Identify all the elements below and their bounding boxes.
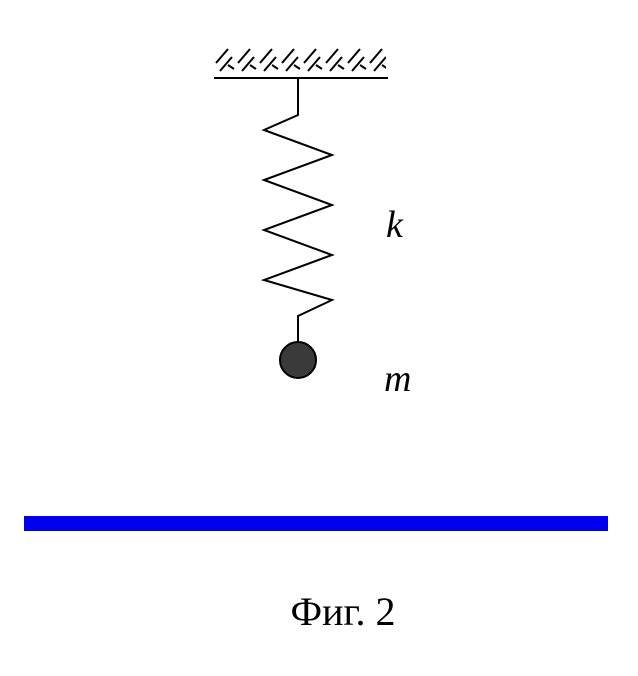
spring-coil — [260, 78, 335, 346]
figure-caption: Фиг. 2 — [0, 592, 638, 632]
mass-label: m — [384, 358, 412, 400]
spring — [260, 78, 335, 346]
ceiling-hatching — [214, 45, 386, 77]
ceiling-support — [214, 45, 388, 79]
spring-constant-label: k — [386, 204, 403, 246]
figure-caption-text: Фиг. 2 — [290, 589, 396, 634]
base-line — [24, 516, 608, 531]
mass-ball — [279, 341, 317, 379]
